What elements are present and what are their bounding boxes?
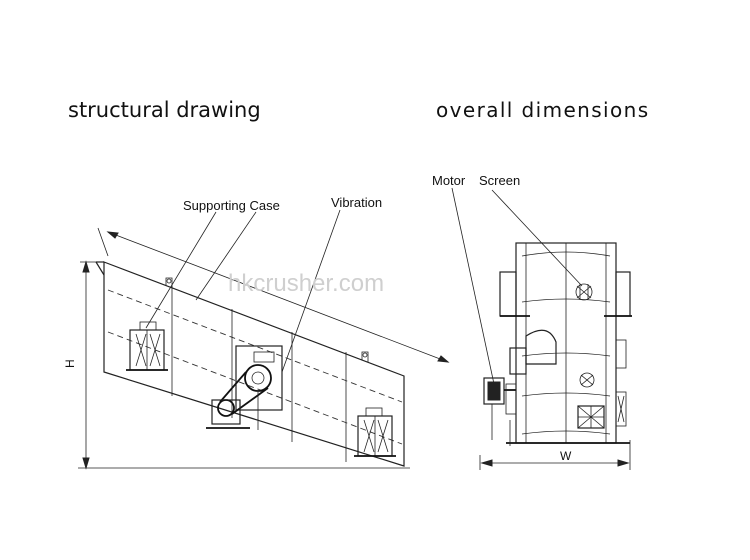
vibrator-housing [235,345,283,411]
arrow-head [437,355,450,363]
leader-vibration [281,209,341,373]
watermark: hkcrusher.com [228,270,384,297]
label-vibration: Vibration [331,195,382,210]
motor-body [211,399,241,425]
arrow-head [106,231,119,239]
drive-motor [483,377,517,440]
lifting-lug [361,351,369,362]
label-motor: Motor [432,173,466,188]
structural-drawing: H [63,195,450,470]
drive-belt [219,371,247,403]
lifting-lug [165,277,173,288]
left-spring-support [126,321,168,371]
heading-structural-drawing: structural drawing [68,98,261,122]
screen-mesh-upper [575,283,593,301]
length-dimension-line [107,231,449,363]
right-spring-support [354,407,396,457]
deck-line-upper [107,289,403,403]
leader-screen [491,189,583,287]
deck-line-lower [107,331,403,445]
height-dimension-label: H [63,359,77,368]
width-dimension-label: W [560,449,572,463]
leader-supporting-case [145,211,217,329]
vibrator-drive [206,345,283,430]
label-screen: Screen [479,173,520,188]
label-supporting-case: Supporting Case [183,198,280,213]
overall-dimensions-drawing: W Motor Screen [432,173,632,470]
heading-overall-dimensions: overall dimensions [436,98,650,122]
screen-mesh-middle [579,372,595,388]
leader-motor [451,187,495,385]
screen-mesh-lower [577,405,605,429]
screen-box-outline [103,261,405,467]
exciter-housing [525,329,557,365]
vibrator-pulley [244,364,272,392]
